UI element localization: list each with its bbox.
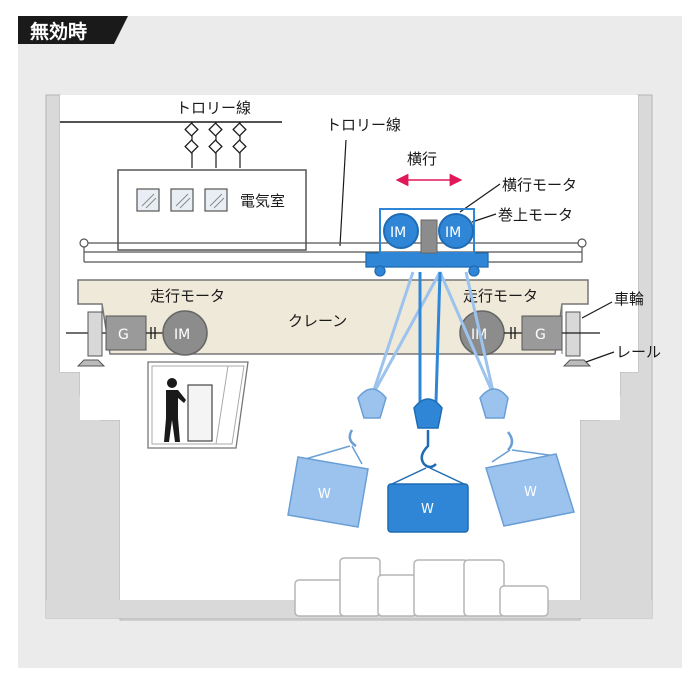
swing-load-right	[479, 388, 575, 527]
operator-icon	[164, 378, 186, 442]
traverse-motor-im-label: IM	[390, 225, 406, 241]
rail-leader	[585, 351, 615, 363]
swing-load-left-label: W	[318, 487, 331, 502]
traverse-label: 横行	[407, 150, 437, 168]
travel-motor-left-label: 走行モータ	[150, 287, 225, 305]
rail-label: レール	[616, 343, 661, 361]
mode-badge: 無効時	[18, 16, 128, 44]
hoist-motor-label: 巻上モータ	[498, 206, 573, 224]
right-generator	[521, 315, 563, 351]
swing-ropes	[370, 271, 496, 397]
trolley-wire-top-label: トロリー線	[176, 99, 251, 117]
left-travel-assembly	[66, 310, 208, 367]
operator-cabin	[147, 361, 249, 449]
electric-room	[117, 169, 307, 251]
left-induction-motor	[162, 310, 208, 356]
girder-wires	[79, 238, 587, 263]
trolley-carriage	[365, 208, 489, 277]
traverse-motor	[383, 213, 419, 249]
floor-loads	[294, 557, 549, 617]
trolley-wire-top	[60, 121, 282, 168]
travel-motor-right-label: 走行モータ	[463, 287, 538, 305]
right-generator-label: G	[535, 327, 546, 343]
center-load-label: W	[421, 502, 434, 517]
right-travel-assembly	[459, 310, 600, 367]
electric-room-label: 電気室	[240, 192, 285, 210]
hoist-motor-im-label: IM	[445, 225, 461, 241]
trolley-wire-leader	[339, 139, 347, 247]
left-motor-label: IM	[174, 327, 190, 343]
swing-load-left	[287, 388, 387, 528]
wheel-label: 車輪	[614, 290, 644, 308]
swing-load-right-label: W	[524, 485, 537, 500]
crane-label: クレーン	[288, 312, 347, 330]
left-generator-label: G	[118, 327, 129, 343]
hoist-motor	[438, 213, 474, 249]
trolley-wire-side-label: トロリー線	[326, 116, 401, 134]
left-generator	[105, 315, 147, 351]
traverse-motor-label: 横行モータ	[502, 176, 577, 194]
center-hoist	[387, 271, 469, 533]
badge-text: 無効時	[30, 20, 87, 43]
wheel-leader	[581, 301, 613, 319]
